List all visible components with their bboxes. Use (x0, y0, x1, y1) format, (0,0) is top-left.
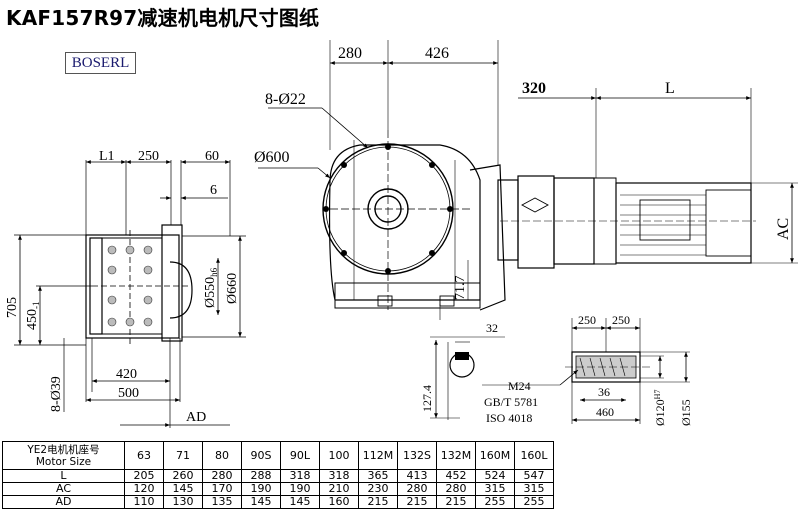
dim-320: 320 (522, 80, 546, 97)
dim-AC: AC (775, 218, 792, 240)
dim-280: 280 (338, 45, 362, 62)
table-cell: 288 (241, 469, 281, 483)
table-cell: 255 (475, 495, 515, 509)
table-cell: 315 (475, 482, 515, 496)
motor-size-table: YE2电机机座号 Motor Size 63 71 80 90S 90L 100… (2, 441, 554, 509)
motor (497, 88, 798, 269)
drawing-title: KAF157R97减速机电机尺寸图纸 (6, 6, 320, 30)
dim-155: Ø155 (679, 399, 693, 426)
table-cell: 205 (124, 469, 164, 483)
dim-gbt: GB/T 5781 (484, 395, 538, 409)
table-cell: 145 (280, 495, 320, 509)
brand-logo: BOSERL (65, 52, 136, 74)
technical-drawing: 280 426 320 L 8-Ø22 Ø600 L1 250 60 6 705… (5, 40, 798, 428)
table-cell: 280 (436, 482, 476, 496)
shaft-detail (430, 318, 690, 424)
dim-dia600: Ø600 (254, 149, 290, 166)
table-cell: 365 (358, 469, 398, 483)
dim-550: Ø550h6 (203, 267, 219, 308)
size-cell: 80 (202, 441, 242, 470)
table-cell: 145 (163, 482, 203, 496)
table-row: AC 120 145 170 190 190 210 230 280 280 3… (2, 482, 554, 496)
dim-AD: AD (186, 410, 206, 425)
size-cell: 132M (436, 441, 476, 470)
table-cell: 280 (202, 469, 242, 483)
size-cell: 90L (280, 441, 320, 470)
table-cell: 190 (280, 482, 320, 496)
table-row: L 205 260 280 288 318 318 365 413 452 52… (2, 469, 554, 483)
table-cell: 215 (397, 495, 437, 509)
table-cell: 280 (397, 482, 437, 496)
dim-60: 60 (205, 149, 219, 164)
header-line-cn: YE2电机机座号 (27, 443, 100, 456)
size-cell: 160L (514, 441, 554, 470)
table-cell: 452 (436, 469, 476, 483)
row-label: L (2, 469, 125, 483)
dim-120: Ø120H7 (653, 390, 667, 426)
dim-660: Ø660 (225, 273, 240, 304)
table-cell: 120 (124, 482, 164, 496)
table-cell: 215 (436, 495, 476, 509)
table-cell: 230 (358, 482, 398, 496)
dim-bolts-side: 8-Ø39 (49, 376, 64, 412)
table-header-label: YE2电机机座号 Motor Size (2, 441, 125, 470)
dim-500: 500 (118, 386, 139, 401)
table-cell: 215 (358, 495, 398, 509)
table-row: AD 110 130 135 145 145 160 215 215 215 2… (2, 495, 554, 509)
side-view (14, 160, 246, 428)
table-cell: 170 (202, 482, 242, 496)
dim-bolts-top: 8-Ø22 (265, 91, 306, 108)
dim-250-left: 250 (578, 313, 596, 327)
dim-426: 426 (425, 45, 449, 62)
size-cell: 112M (358, 441, 398, 470)
table-cell: 145 (241, 495, 281, 509)
table-cell: 110 (124, 495, 164, 509)
row-label: AD (2, 495, 125, 509)
dim-32: 32 (486, 321, 498, 335)
table-cell: 190 (241, 482, 281, 496)
dim-705: 705 (5, 297, 20, 318)
dim-450: 450-1 (25, 302, 41, 331)
table-cell: 524 (475, 469, 515, 483)
row-label: AC (2, 482, 125, 496)
dim-250-right: 250 (612, 313, 630, 327)
table-cell: 210 (319, 482, 359, 496)
table-cell: 260 (163, 469, 203, 483)
table-header-row: YE2电机机座号 Motor Size 63 71 80 90S 90L 100… (2, 441, 554, 470)
size-cell: 160M (475, 441, 515, 470)
dim-71-7: 71.7 (453, 276, 468, 301)
dim-6: 6 (210, 183, 217, 198)
dim-L: L (665, 80, 675, 97)
dim-420: 420 (116, 367, 137, 382)
table-cell: 255 (514, 495, 554, 509)
size-cell: 63 (124, 441, 164, 470)
table-cell: 318 (280, 469, 320, 483)
size-cell: 90S (241, 441, 281, 470)
table-cell: 130 (163, 495, 203, 509)
dimension-labels: 280 426 320 L 8-Ø22 Ø600 L1 250 60 6 705… (5, 45, 792, 426)
dim-250: 250 (138, 149, 159, 164)
table-cell: 160 (319, 495, 359, 509)
dim-36: 36 (598, 385, 610, 399)
table-cell: 135 (202, 495, 242, 509)
dim-L1: L1 (99, 149, 115, 164)
dim-127-4: 127.4 (420, 385, 434, 412)
front-view (258, 40, 506, 320)
table-cell: 413 (397, 469, 437, 483)
dim-460: 460 (596, 405, 614, 419)
size-cell: 100 (319, 441, 359, 470)
size-cell: 71 (163, 441, 203, 470)
header-line-en: Motor Size (35, 455, 92, 468)
table-cell: 318 (319, 469, 359, 483)
table-cell: 547 (514, 469, 554, 483)
table-cell: 315 (514, 482, 554, 496)
dim-m24: M24 (508, 379, 531, 393)
size-cell: 132S (397, 441, 437, 470)
dim-iso: ISO 4018 (486, 411, 532, 425)
